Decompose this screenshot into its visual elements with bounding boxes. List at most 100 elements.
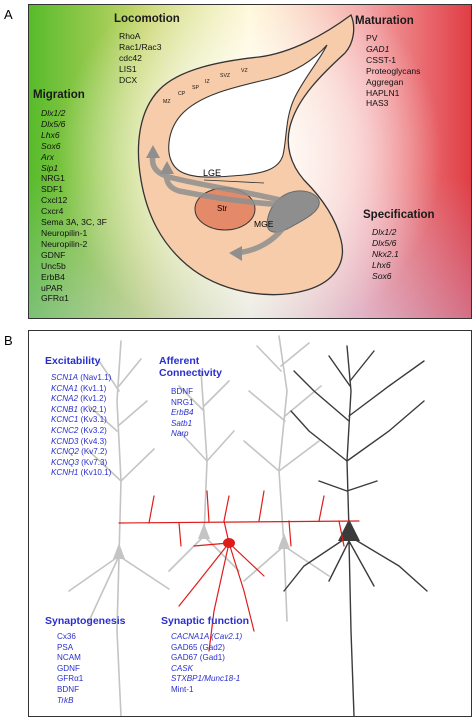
synaptogenesis-item: GFRα1 — [57, 674, 84, 684]
synaptic-function-item: STXBP1/Munc18-1 — [171, 674, 241, 684]
excitability-item: KCND3 (Kv4.3) — [51, 437, 111, 448]
afferent-item: BDNF — [171, 387, 194, 396]
excitability-item: KCNQ3 (Kv7.3) — [51, 458, 111, 469]
channel-name: (Kv7.2) — [78, 447, 108, 457]
synaptogenesis-item: TrkB — [57, 695, 74, 705]
migration-item: Sip1 — [41, 162, 59, 173]
gene-name: KCND3 — [51, 436, 79, 446]
channel-name: (Kv4.3) — [78, 436, 107, 446]
channel-name: (Kv10.1) — [78, 468, 112, 478]
zone-label-sp: SP — [192, 85, 199, 91]
grey-neuron-1-basal — [68, 555, 170, 716]
panel-a-letter: A — [4, 7, 13, 22]
dark-neuron-branches — [290, 350, 425, 492]
synaptic-function-title: Synaptic function — [161, 615, 250, 627]
synaptic-function-item: CACNA1A (Cav2.1) — [171, 632, 243, 641]
excitability-item: KCNQ2 (Kv7.2) — [51, 447, 111, 458]
grey-neuron-1-branches — [88, 358, 155, 482]
maturation-item: Aggregan — [366, 76, 404, 87]
gene-name: KCNQ2 — [51, 447, 79, 457]
synaptogenesis-item: PSA — [57, 642, 74, 652]
grey-soma-1 — [113, 543, 125, 559]
ventricle — [168, 44, 328, 178]
synaptogenesis-item: BDNF — [57, 684, 80, 694]
zone-label-svz: SVZ — [220, 73, 231, 79]
migration-item: NRG1 — [41, 173, 65, 184]
lge-label: LGE — [203, 168, 222, 178]
maturation-item: Proteoglycans — [366, 65, 421, 76]
channel-name: (Kv1.1) — [78, 383, 107, 393]
grey-neuron-3-branches — [178, 380, 235, 462]
grey-soma-3 — [198, 523, 210, 539]
synaptogenesis-title: Synaptogenesis — [45, 615, 126, 627]
gene-name: KCNQ3 — [51, 457, 79, 467]
locomotion-title: Locomotion — [114, 13, 180, 25]
maturation-item: PV — [366, 33, 378, 43]
arrowhead-1 — [146, 145, 160, 158]
channel-name: (Nav1.1) — [78, 373, 112, 382]
synaptogenesis-item: Cx36 — [57, 632, 76, 641]
synaptic-function-list: CACNA1A (Cav2.1)GAD65 (Gad2)GAD67 (Gad1)… — [171, 632, 242, 696]
specification-item: Nkx2.1 — [372, 248, 399, 259]
afferent-title-line1: Afferent — [159, 355, 200, 367]
grey-neuron-2-branches — [243, 342, 322, 472]
red-interneuron — [118, 490, 360, 652]
locomotion-item: RhoA — [119, 31, 141, 41]
synaptogenesis-item: GDNF — [57, 663, 80, 673]
migration-item: Sema 3A, 3C, 3F — [41, 217, 107, 228]
locomotion-item: Rac1/Rac3 — [119, 41, 162, 52]
maturation-item: CSST-1 — [366, 54, 397, 65]
excitability-item: KCNA2 (Kv1.2) — [51, 394, 111, 405]
excitability-item: KCNB1 (Kv2.1) — [51, 405, 111, 416]
grey-soma-2 — [278, 533, 290, 549]
gene-name: KCNA1 — [51, 383, 78, 393]
migration-item: GFRα1 — [41, 293, 69, 304]
synaptic-function-item: Mint-1 — [171, 684, 194, 694]
maturation-title: Maturation — [355, 15, 414, 27]
maturation-item: HAPLN1 — [366, 87, 400, 98]
zone-label-mz: MZ — [163, 99, 171, 105]
dark-pyramidal-neuron — [283, 345, 428, 716]
channel-name: (Kv2.1) — [78, 404, 107, 414]
synaptic-function-item: GAD65 (Gad2) — [171, 642, 225, 652]
grey-neuron-3-basal — [168, 535, 240, 572]
dark-neuron-basal — [283, 535, 428, 716]
specification-item: Sox6 — [372, 270, 392, 281]
dark-neuron-apical — [346, 345, 352, 532]
gene-name: SCN1A — [51, 373, 78, 382]
panel-b-letter: B — [4, 333, 13, 348]
red-axon-horizontal — [118, 520, 360, 524]
channel-name: (Kv3.2) — [78, 425, 107, 435]
migration-item: Arx — [41, 151, 54, 162]
striatum-label: Str — [217, 204, 228, 213]
locomotion-item: DCX — [119, 74, 138, 85]
excitability-item: KCNA1 (Kv1.1) — [51, 384, 111, 395]
maturation-item: GAD1 — [366, 43, 390, 54]
locomotion-item: cdc42 — [119, 52, 142, 63]
migration-item: SDF1 — [41, 184, 63, 195]
dark-neuron-soma — [338, 519, 360, 541]
excitability-title: Excitability — [45, 355, 101, 367]
synaptic-function-item: CASK — [171, 663, 194, 673]
grey-neuron-2-apical — [278, 335, 288, 547]
migration-item: Dlx5/6 — [41, 118, 66, 129]
specification-item: Dlx5/6 — [372, 237, 397, 248]
migration-item: Lhx6 — [41, 129, 60, 140]
migration-item: Cxcl12 — [41, 195, 68, 206]
excitability-item: KCNH1 (Kv10.1) — [51, 468, 111, 479]
grey-pyramidal-neurons — [68, 335, 330, 716]
migration-arrowheads — [146, 145, 242, 261]
grey-neuron-3-apical — [200, 370, 208, 537]
migration-title: Migration — [33, 89, 85, 101]
gene-name: KCNB1 — [51, 404, 78, 414]
excitability-item: SCN1A (Nav1.1) — [51, 373, 111, 384]
red-interneuron-soma — [223, 538, 235, 548]
migration-item: Cxcr4 — [41, 206, 64, 217]
zone-label-vz: VZ — [241, 68, 248, 74]
grey-neuron-somata — [113, 523, 290, 559]
brain-section-diagram — [137, 13, 355, 296]
